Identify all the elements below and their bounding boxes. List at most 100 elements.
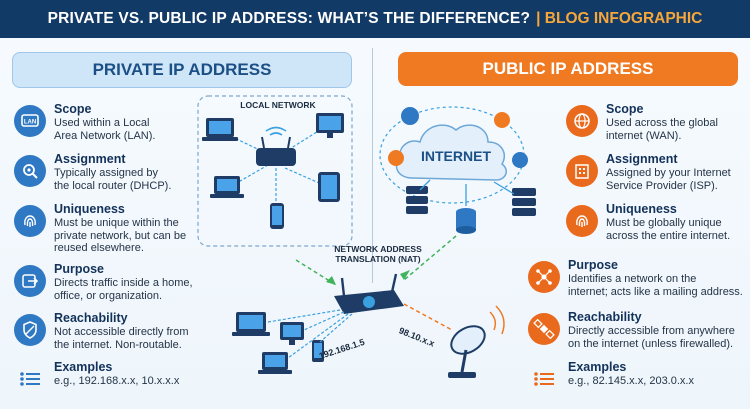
public-reachability: Reachability Directly accessible from an… bbox=[528, 310, 735, 354]
desc-line: Typically assigned by bbox=[54, 167, 158, 179]
page-title: PRIVATE VS. PUBLIC IP ADDRESS: WHAT’S TH… bbox=[47, 10, 531, 27]
desc-line: across the entire internet. bbox=[606, 229, 731, 242]
desc-line: Assigned by your Internet bbox=[606, 167, 731, 179]
globe-icon bbox=[566, 105, 598, 137]
desc-line: Directs traffic inside a home, bbox=[54, 277, 193, 289]
node-icon bbox=[401, 107, 419, 125]
public-uniqueness-title: Uniqueness bbox=[606, 202, 677, 216]
nat-label: NETWORK ADDRESS TRANSLATION (NAT) bbox=[318, 244, 438, 264]
desc-line: Service Provider (ISP). bbox=[606, 179, 718, 192]
nat-label-line: NETWORK ADDRESS bbox=[334, 244, 422, 254]
nat-links bbox=[295, 235, 457, 286]
desc-line: Used across the global bbox=[606, 117, 718, 129]
private-header: PRIVATE IP ADDRESS bbox=[12, 52, 352, 88]
private-examples-title: Examples bbox=[54, 360, 113, 374]
desc-line: Must be globally unique bbox=[606, 217, 722, 229]
desc-line: Not accessible directly from bbox=[54, 326, 189, 338]
phone-icon bbox=[270, 203, 284, 229]
nat-router-icon bbox=[334, 273, 404, 314]
desc-line: on the internet (unless firewalled). bbox=[568, 337, 734, 350]
desc-line: reused elsewhere. bbox=[54, 242, 144, 254]
private-uniqueness-title: Uniqueness bbox=[54, 202, 125, 216]
local-network-label: LOCAL NETWORK bbox=[240, 100, 316, 110]
local-network-box bbox=[197, 95, 353, 247]
private-scope-title: Scope bbox=[54, 102, 92, 116]
laptop-icon bbox=[210, 176, 244, 198]
public-assignment-title: Assignment bbox=[606, 152, 678, 166]
phone-icon bbox=[312, 340, 324, 362]
satellite-icon bbox=[528, 313, 560, 345]
building-icon bbox=[566, 155, 598, 187]
private-reachability-title: Reachability bbox=[54, 311, 128, 325]
private-purpose-title: Purpose bbox=[54, 262, 105, 276]
nat-label-line: TRANSLATION (NAT) bbox=[335, 254, 421, 264]
router-icon bbox=[256, 126, 296, 166]
column-divider bbox=[372, 48, 373, 283]
private-reachability: Reachability Not accessible directly fro… bbox=[14, 311, 189, 355]
public-reachability-title: Reachability bbox=[568, 310, 642, 324]
shield-icon bbox=[14, 314, 46, 346]
desc-line: Must be unique within the bbox=[54, 217, 179, 229]
public-header: PUBLIC IP ADDRESS bbox=[398, 52, 738, 86]
desc-line: the internet. Non-routable. bbox=[54, 338, 182, 351]
desc-line: internet; acts like a mailing address. bbox=[568, 285, 743, 298]
node-icon bbox=[388, 150, 404, 166]
private-assignment-title: Assignment bbox=[54, 152, 126, 166]
private-examples-desc: e.g., 192.168.x.x, 10.x.x.x bbox=[54, 375, 180, 387]
desc-line: Identifies a network on the bbox=[568, 273, 697, 285]
laptop-icon bbox=[258, 352, 292, 374]
public-examples: Examples e.g., 82.145.x.x, 203.0.x.x bbox=[528, 360, 698, 400]
desc-line: Area Network (LAN). bbox=[54, 129, 156, 142]
laptop-icon bbox=[202, 118, 238, 141]
laptop-icon bbox=[232, 312, 270, 336]
monitor-icon bbox=[316, 113, 344, 138]
title-bar: PRIVATE VS. PUBLIC IP ADDRESS: WHAT’S TH… bbox=[0, 0, 750, 38]
internet-links bbox=[419, 179, 515, 206]
private-examples: Examples e.g., 192.168.x.x, 10.x.x.x bbox=[14, 360, 184, 400]
tablet-icon bbox=[318, 172, 340, 202]
public-link bbox=[403, 303, 453, 331]
desc-line: private network, but can be bbox=[54, 229, 187, 242]
desc-line: Used within a Local bbox=[54, 117, 150, 129]
node-icon bbox=[512, 152, 528, 168]
route-arrow-icon bbox=[14, 265, 46, 297]
public-examples-desc: e.g., 82.145.x.x, 203.0.x.x bbox=[568, 375, 694, 387]
node-icon bbox=[494, 112, 510, 128]
fingerprint-icon bbox=[566, 205, 598, 237]
public-scope-title: Scope bbox=[606, 102, 644, 116]
list-icon bbox=[14, 363, 46, 395]
svg-text:LAN: LAN bbox=[24, 120, 36, 126]
fingerprint-icon bbox=[14, 205, 46, 237]
desc-line: the local router (DHCP). bbox=[54, 179, 172, 192]
list-icon bbox=[528, 363, 560, 395]
desc-line: office, or organization. bbox=[54, 289, 163, 302]
server-icon bbox=[406, 186, 428, 214]
private-purpose-desc: Directs traffic inside a home,office, or… bbox=[54, 277, 193, 302]
gear-search-icon bbox=[14, 155, 46, 187]
private-purpose: Purpose Directs traffic inside a home,of… bbox=[14, 262, 193, 306]
database-icon bbox=[456, 208, 476, 234]
monitor-icon bbox=[280, 322, 304, 345]
network-hub-icon bbox=[528, 261, 560, 293]
lan-links bbox=[267, 309, 353, 359]
desc-line: Directly accessible from anywhere bbox=[568, 325, 735, 337]
internet-label: INTERNET bbox=[421, 148, 491, 164]
server-icon bbox=[512, 188, 536, 216]
public-purpose-title: Purpose bbox=[568, 258, 619, 272]
